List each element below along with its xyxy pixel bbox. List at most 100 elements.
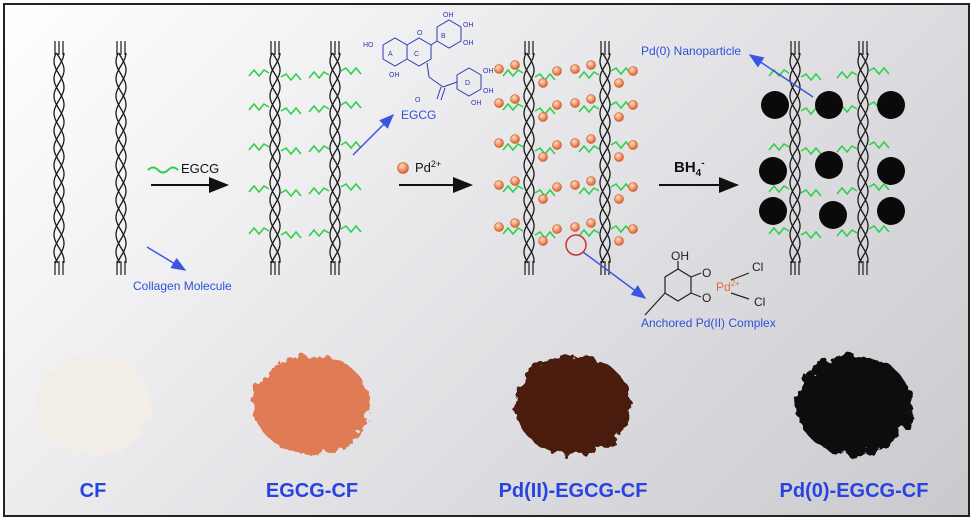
egcg-structure-label: EGCG bbox=[401, 108, 436, 122]
egcg-squiggle bbox=[340, 100, 362, 110]
pd-ion bbox=[494, 98, 504, 108]
egcg-oh-1: OH bbox=[389, 72, 400, 79]
egcg-squiggle bbox=[610, 140, 632, 150]
pd-ion bbox=[628, 182, 638, 192]
pd-ion bbox=[628, 224, 638, 234]
egcg-squiggle bbox=[502, 68, 524, 78]
collagen-callout-arrow bbox=[146, 246, 187, 271]
pd-ion bbox=[628, 66, 638, 76]
egcg-squiggle bbox=[308, 70, 330, 80]
sample-powder bbox=[35, 355, 151, 455]
egcg-squiggle bbox=[280, 146, 302, 156]
egcg-squiggle bbox=[248, 142, 270, 152]
sample-powder bbox=[796, 355, 912, 455]
figure-panel: EGCG Pd2+ BH4- Collagen Molecule Pd(0) N… bbox=[3, 3, 970, 517]
egcg-squiggle bbox=[502, 184, 524, 194]
pd-nanoparticle bbox=[761, 91, 789, 119]
complex-cl1: Cl bbox=[752, 260, 763, 274]
egcg-squiggle bbox=[836, 144, 858, 154]
egcg-squiggle bbox=[768, 226, 790, 236]
pd-ion bbox=[538, 152, 548, 162]
egcg-oh-5: OH bbox=[483, 68, 494, 75]
step-arrow-egcg: EGCG bbox=[147, 161, 229, 193]
collagen-fiber bbox=[329, 41, 341, 275]
collagen-fiber bbox=[599, 41, 611, 275]
collagen-fiber bbox=[523, 41, 535, 275]
sample-powder bbox=[515, 355, 631, 455]
egcg-squiggle bbox=[340, 140, 362, 150]
egcg-squiggle bbox=[868, 182, 890, 192]
egcg-squiggle bbox=[836, 70, 858, 80]
egcg-squiggle bbox=[578, 186, 600, 196]
egcg-squiggle bbox=[280, 230, 302, 240]
egcg-squiggle bbox=[308, 228, 330, 238]
egcg-squiggle bbox=[308, 186, 330, 196]
pd-nanoparticle bbox=[819, 201, 847, 229]
egcg-squiggle bbox=[868, 66, 890, 76]
pd-ion bbox=[570, 98, 580, 108]
sample-powders bbox=[35, 355, 912, 455]
complex-o2: O bbox=[702, 291, 711, 305]
anchored-complex-label: Anchored Pd(II) Complex bbox=[641, 316, 776, 330]
egcg-squiggle bbox=[800, 188, 822, 198]
egcg-squiggle bbox=[800, 230, 822, 240]
egcg-squiggle bbox=[578, 104, 600, 114]
egcg-squiggle bbox=[836, 186, 858, 196]
collagen-fiber bbox=[115, 41, 127, 275]
egcg-squiggle bbox=[502, 142, 524, 152]
pd-nanoparticle bbox=[877, 91, 905, 119]
pd-ion bbox=[494, 64, 504, 74]
pd-ion bbox=[510, 134, 520, 144]
egcg-squiggle bbox=[340, 66, 362, 76]
complex-o1: O bbox=[702, 266, 711, 280]
egcg-squiggle bbox=[768, 142, 790, 152]
pd-ion bbox=[586, 60, 596, 70]
complex-callout-arrow bbox=[582, 251, 647, 299]
pd-ion bbox=[552, 140, 562, 150]
pd-ion bbox=[614, 78, 624, 88]
complex-oh: OH bbox=[671, 249, 689, 263]
collagen-fiber bbox=[857, 41, 869, 275]
pd-ion bbox=[586, 134, 596, 144]
pd-ion bbox=[614, 152, 624, 162]
pd-ion bbox=[538, 236, 548, 246]
egcg-o-ring: O bbox=[417, 30, 423, 37]
egcg-ring-c: C bbox=[414, 51, 419, 58]
mechanism-diagram: EGCG Pd2+ BH4- Collagen Molecule Pd(0) N… bbox=[35, 12, 929, 502]
egcg-squiggle bbox=[248, 226, 270, 236]
egcg-squiggle bbox=[800, 146, 822, 156]
sample-label: Pd(II)-EGCG-CF bbox=[499, 480, 648, 502]
egcg-squiggle bbox=[280, 188, 302, 198]
pd-ion bbox=[614, 112, 624, 122]
pd-ion-legend bbox=[397, 162, 409, 174]
egcg-squiggle bbox=[340, 224, 362, 234]
egcg-oh-6: OH bbox=[483, 88, 494, 95]
pd-ion bbox=[552, 66, 562, 76]
sample-label: EGCG-CF bbox=[266, 480, 358, 502]
anchored-complex: OH O O Pd2+ Cl Cl Anchored Pd(II) Comple… bbox=[641, 249, 776, 330]
pd-ion bbox=[494, 138, 504, 148]
sample-label: Pd(0)-EGCG-CF bbox=[780, 480, 929, 502]
egcg-squiggle bbox=[868, 224, 890, 234]
pd-ions bbox=[494, 60, 638, 246]
pd-ion bbox=[538, 78, 548, 88]
egcg-squiggle bbox=[308, 144, 330, 154]
pd-ion bbox=[614, 236, 624, 246]
pd-ion bbox=[494, 180, 504, 190]
egcg-squiggle bbox=[578, 144, 600, 154]
complex-cl2: Cl bbox=[754, 295, 765, 309]
pd-nanoparticles bbox=[759, 91, 905, 229]
pd-nanoparticle bbox=[759, 197, 787, 225]
collagen-fibers bbox=[53, 41, 869, 275]
egcg-step-label: EGCG bbox=[181, 161, 219, 176]
sample-powder bbox=[254, 355, 370, 455]
egcg-oh-7: OH bbox=[471, 100, 482, 107]
pd-nanoparticle bbox=[759, 157, 787, 185]
pd-ion bbox=[538, 194, 548, 204]
pd-ion bbox=[586, 218, 596, 228]
pd0-nanoparticle-label: Pd(0) Nanoparticle bbox=[641, 44, 741, 58]
pd-ion bbox=[510, 94, 520, 104]
pd-ion bbox=[586, 176, 596, 186]
egcg-squiggle bbox=[502, 102, 524, 112]
step-arrow-bh4: BH4- bbox=[659, 158, 739, 193]
